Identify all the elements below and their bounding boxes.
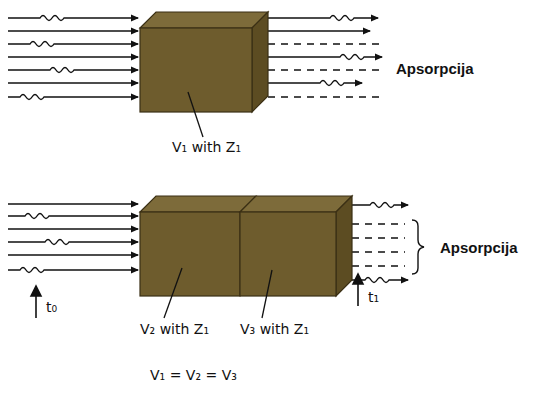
leader-line [188, 92, 203, 137]
equality-note: V₁ = V₂ = V₃ [150, 368, 237, 383]
outgoing-rays-bottom [352, 203, 408, 283]
absorption-label: Apsorpcija [440, 240, 518, 257]
incoming-rays-top [8, 16, 138, 100]
cube-v3 [240, 196, 352, 296]
incoming-rays-bottom [8, 204, 138, 273]
time-arrows [31, 274, 363, 318]
cube-v2 [140, 196, 256, 296]
absorption-label: Apsorpcija [396, 61, 474, 78]
outgoing-rays-top [268, 16, 385, 98]
time-label: t₀ [46, 300, 57, 315]
volume-label: V₃ with Z₁ [240, 322, 309, 337]
volume-label: V₂ with Z₁ [140, 322, 209, 337]
volume-label: V₁ with Z₁ [172, 140, 241, 155]
time-label: t₁ [368, 290, 379, 305]
leader-line [262, 270, 272, 318]
brace [412, 220, 424, 274]
leader-line [164, 268, 182, 318]
cube-v1 [140, 12, 268, 112]
